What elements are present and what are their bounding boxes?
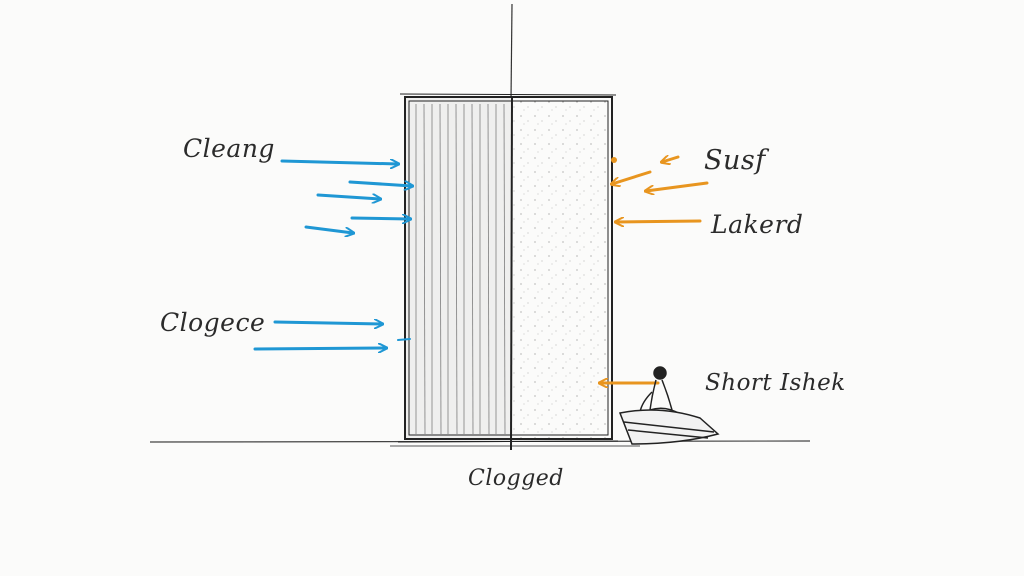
blue-arrow <box>253 348 386 349</box>
orange-dot <box>611 157 617 163</box>
label-lakerd: Lakerd <box>711 210 804 239</box>
blue-arrow <box>350 218 410 219</box>
center-pole <box>510 3 513 101</box>
label-susf: Susf <box>704 145 766 176</box>
blue-arrows <box>253 161 412 349</box>
pleat-lines <box>415 103 506 435</box>
orange-arrow <box>612 170 652 184</box>
orange-arrow <box>662 157 680 162</box>
filter-body <box>397 93 619 451</box>
blue-arrow <box>280 161 398 164</box>
blue-arrow <box>316 195 380 199</box>
label-short-ishek: Short Ishek <box>705 370 846 396</box>
label-clean-side: Cleang <box>183 134 275 163</box>
label-clogged: Clogged <box>468 466 564 491</box>
orange-arrow <box>646 181 709 191</box>
blue-arrow <box>304 225 353 233</box>
label-clogece: Clogece <box>160 308 266 337</box>
orange-arrow <box>616 221 702 222</box>
seated-person-sketch <box>618 366 720 445</box>
blue-arrow <box>273 322 382 324</box>
blue-tick <box>397 338 411 341</box>
blue-arrow <box>348 182 412 186</box>
orange-arrows <box>600 157 709 383</box>
